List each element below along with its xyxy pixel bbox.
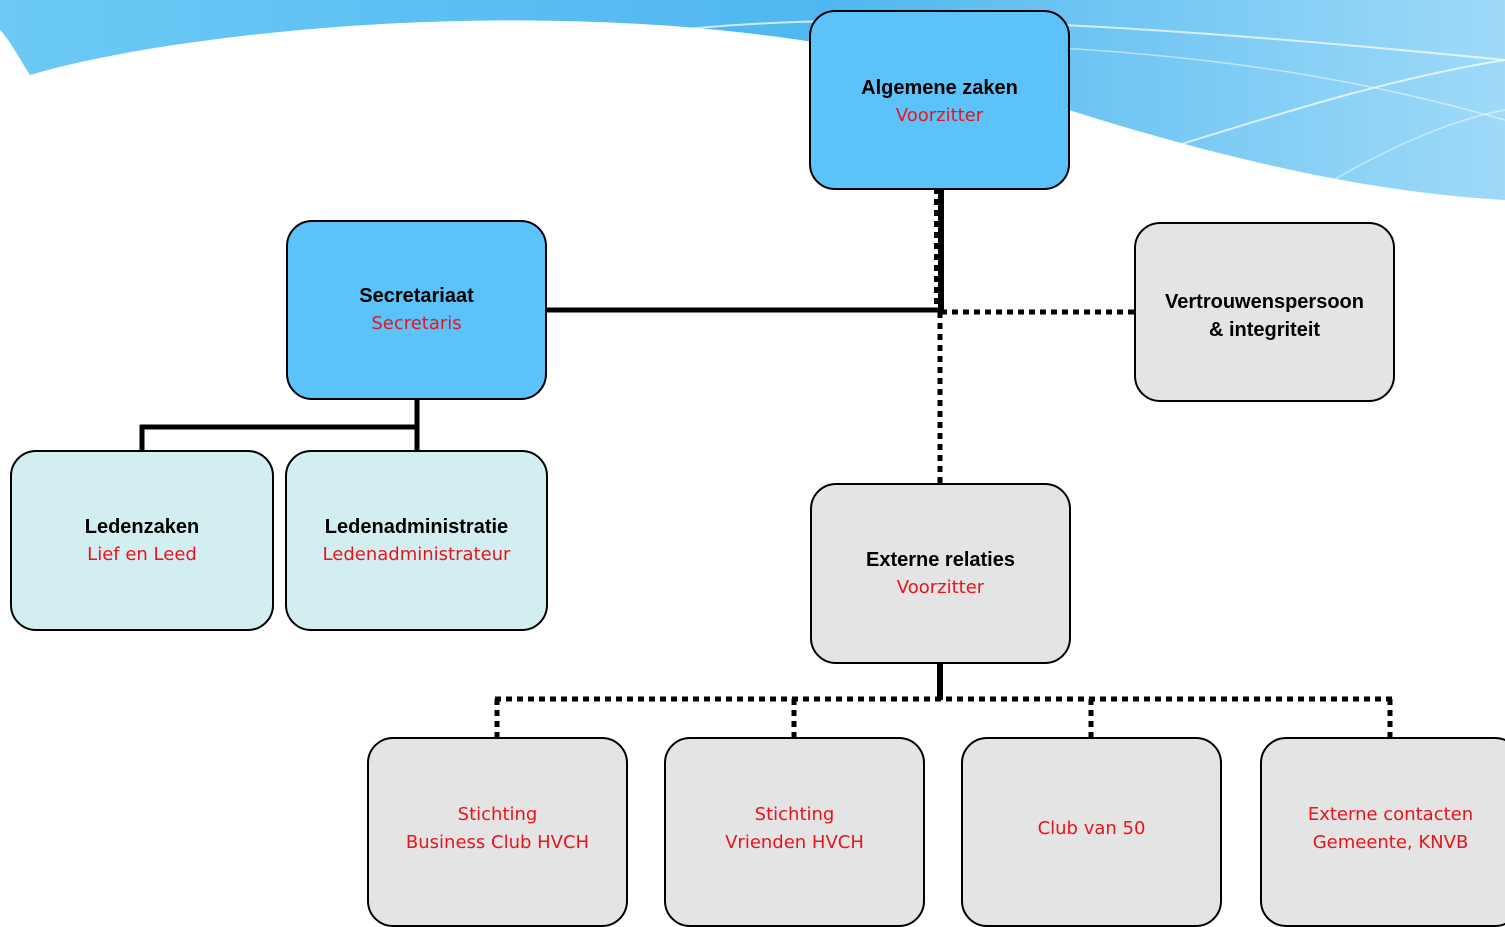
node-role: Ledenadministrateur [322,543,511,565]
node-business-club: Stichting Business Club HVCH [367,737,628,927]
connector-secretariaat-children [139,398,420,451]
node-title: Secretariaat [359,285,474,307]
node-externe-contacten: Externe contacten Gemeente, KNVB [1260,737,1505,927]
node-line2: Vrienden HVCH [725,832,864,853]
node-ledenzaken: Ledenzaken Lief en Leed [10,450,274,631]
node-title: Ledenzaken [84,515,200,538]
node-line1: Stichting [457,804,538,825]
node-line1: Club van 50 [1037,818,1146,839]
node-externe-relaties: Externe relaties Voorzitter [810,483,1071,664]
node-role: Secretaris [371,313,462,334]
node-title-line2: & integriteit [1208,319,1321,341]
node-algemene-zaken: Algemene zaken Voorzitter [809,10,1070,190]
node-title: Algemene zaken [861,77,1018,99]
node-title-line1: Vertrouwenspersoon [1165,291,1364,313]
node-title: Ledenadministratie [324,515,509,538]
node-line2: Gemeente, KNVB [1312,832,1469,853]
node-club-van-50: Club van 50 [961,737,1222,927]
connector-externe-children [494,696,1393,738]
node-role: Voorzitter [895,105,984,126]
node-title: Externe relaties [866,548,1015,571]
node-role: Voorzitter [896,576,985,598]
node-ledenadministratie: Ledenadministratie Ledenadministrateur [285,450,548,631]
node-line1: Stichting [754,804,835,825]
node-role: Lief en Leed [87,543,197,565]
node-vertrouwenspersoon: Vertrouwenspersoon & integriteit [1134,222,1395,402]
node-line1: Externe contacten [1307,804,1474,825]
node-vrienden: Stichting Vrienden HVCH [664,737,925,927]
node-secretariaat: Secretariaat Secretaris [286,220,547,400]
node-line2: Business Club HVCH [405,832,590,853]
